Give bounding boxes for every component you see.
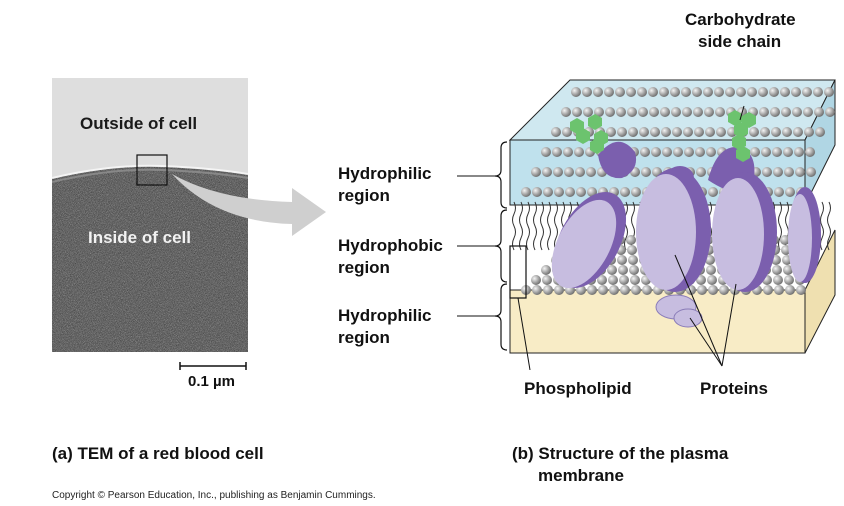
carbohydrate-label-line2: side chain bbox=[698, 32, 782, 51]
region-middle-label-line1: Hydrophobic bbox=[338, 236, 443, 255]
region-top-label-line1: Hydrophilic bbox=[338, 164, 432, 183]
scale-bar bbox=[179, 362, 247, 370]
caption-a: (a) TEM of a red blood cell bbox=[52, 444, 264, 463]
region-bottom-label-line2: region bbox=[338, 328, 390, 347]
region-braces bbox=[457, 141, 508, 351]
magnified-region-box bbox=[136, 154, 168, 186]
cytoplasm-front-face bbox=[509, 289, 806, 354]
region-top-label-line2: region bbox=[338, 186, 390, 205]
phospholipid-label: Phospholipid bbox=[524, 379, 632, 398]
carbohydrate-label-line1: Carbohydrate bbox=[685, 10, 796, 29]
inside-of-cell-label: Inside of cell bbox=[88, 228, 191, 247]
magnify-arrow-icon bbox=[172, 174, 326, 236]
caption-b-line1: (b) Structure of the plasma bbox=[512, 444, 729, 463]
copyright-notice: Copyright © Pearson Education, Inc., pub… bbox=[52, 490, 376, 501]
outside-of-cell-label: Outside of cell bbox=[80, 114, 198, 133]
caption-b-line2: membrane bbox=[538, 466, 624, 485]
proteins-label: Proteins bbox=[700, 379, 769, 398]
region-bottom-label-line1: Hydrophilic bbox=[338, 306, 432, 325]
region-middle-label-line2: region bbox=[338, 258, 390, 277]
membrane-proteins bbox=[551, 141, 821, 328]
cytoplasm-side-face bbox=[804, 229, 836, 354]
scale-bar-label: 0.1 µm bbox=[188, 373, 235, 390]
membrane-model bbox=[508, 79, 836, 370]
carbohydrate-chains bbox=[570, 110, 756, 162]
